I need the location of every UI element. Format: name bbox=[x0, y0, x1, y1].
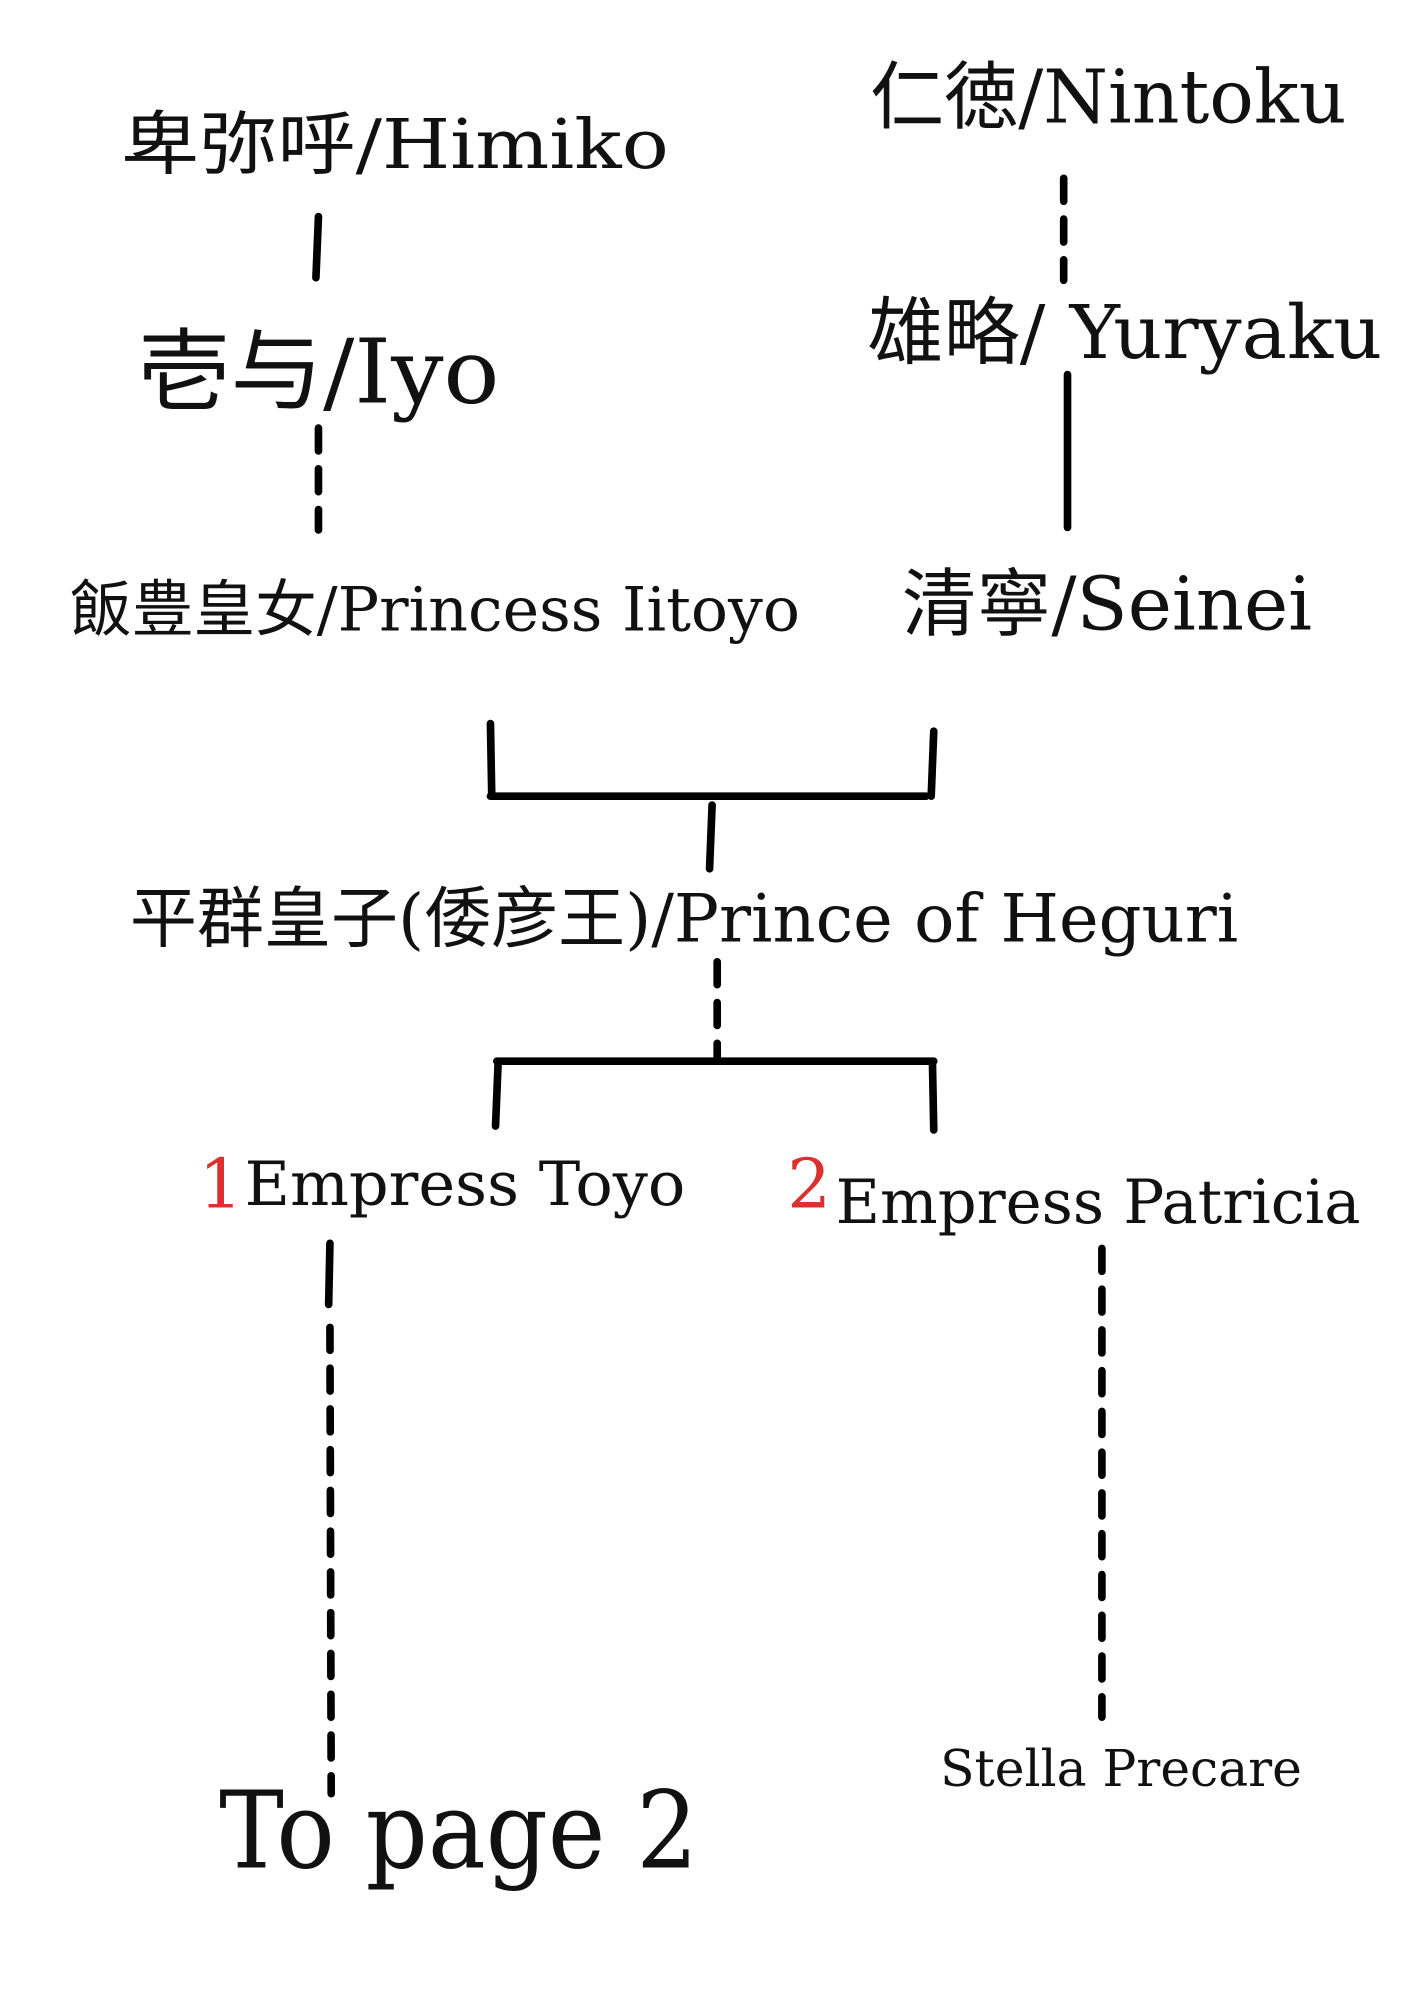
node-iyo: 壱与/Iyo bbox=[138, 321, 500, 425]
line-himiko-iyo bbox=[312, 212, 323, 282]
patricia-number: 2 bbox=[787, 1145, 831, 1225]
node-iitoyo: 飯豊皇女/Princess Iitoyo bbox=[70, 575, 800, 646]
node-stella-precare: Stella Precare bbox=[940, 1740, 1302, 1799]
to-page-2-link[interactable]: To page 2 bbox=[219, 1770, 698, 1894]
line-toyo-down bbox=[324, 1239, 334, 1309]
node-seinei: 清寧/Seinei bbox=[902, 561, 1312, 647]
node-empress-patricia: Empress Patricia bbox=[836, 1167, 1361, 1238]
marriage-bracket bbox=[486, 719, 938, 873]
dashed-line-toyo-page2 bbox=[326, 1323, 336, 1798]
node-empress-toyo: Empress Toyo bbox=[245, 1149, 686, 1220]
node-nintoku: 仁徳/Nintoku bbox=[870, 54, 1346, 140]
node-yuryaku: 雄略/ Yuryaku bbox=[868, 290, 1383, 376]
node-himiko: 卑弥呼/Himiko bbox=[121, 105, 669, 185]
node-heguri: 平群皇子(倭彦王)/Prince of Heguri bbox=[130, 880, 1238, 957]
toyo-number: 1 bbox=[199, 1145, 243, 1225]
children-bracket bbox=[491, 1057, 938, 1134]
